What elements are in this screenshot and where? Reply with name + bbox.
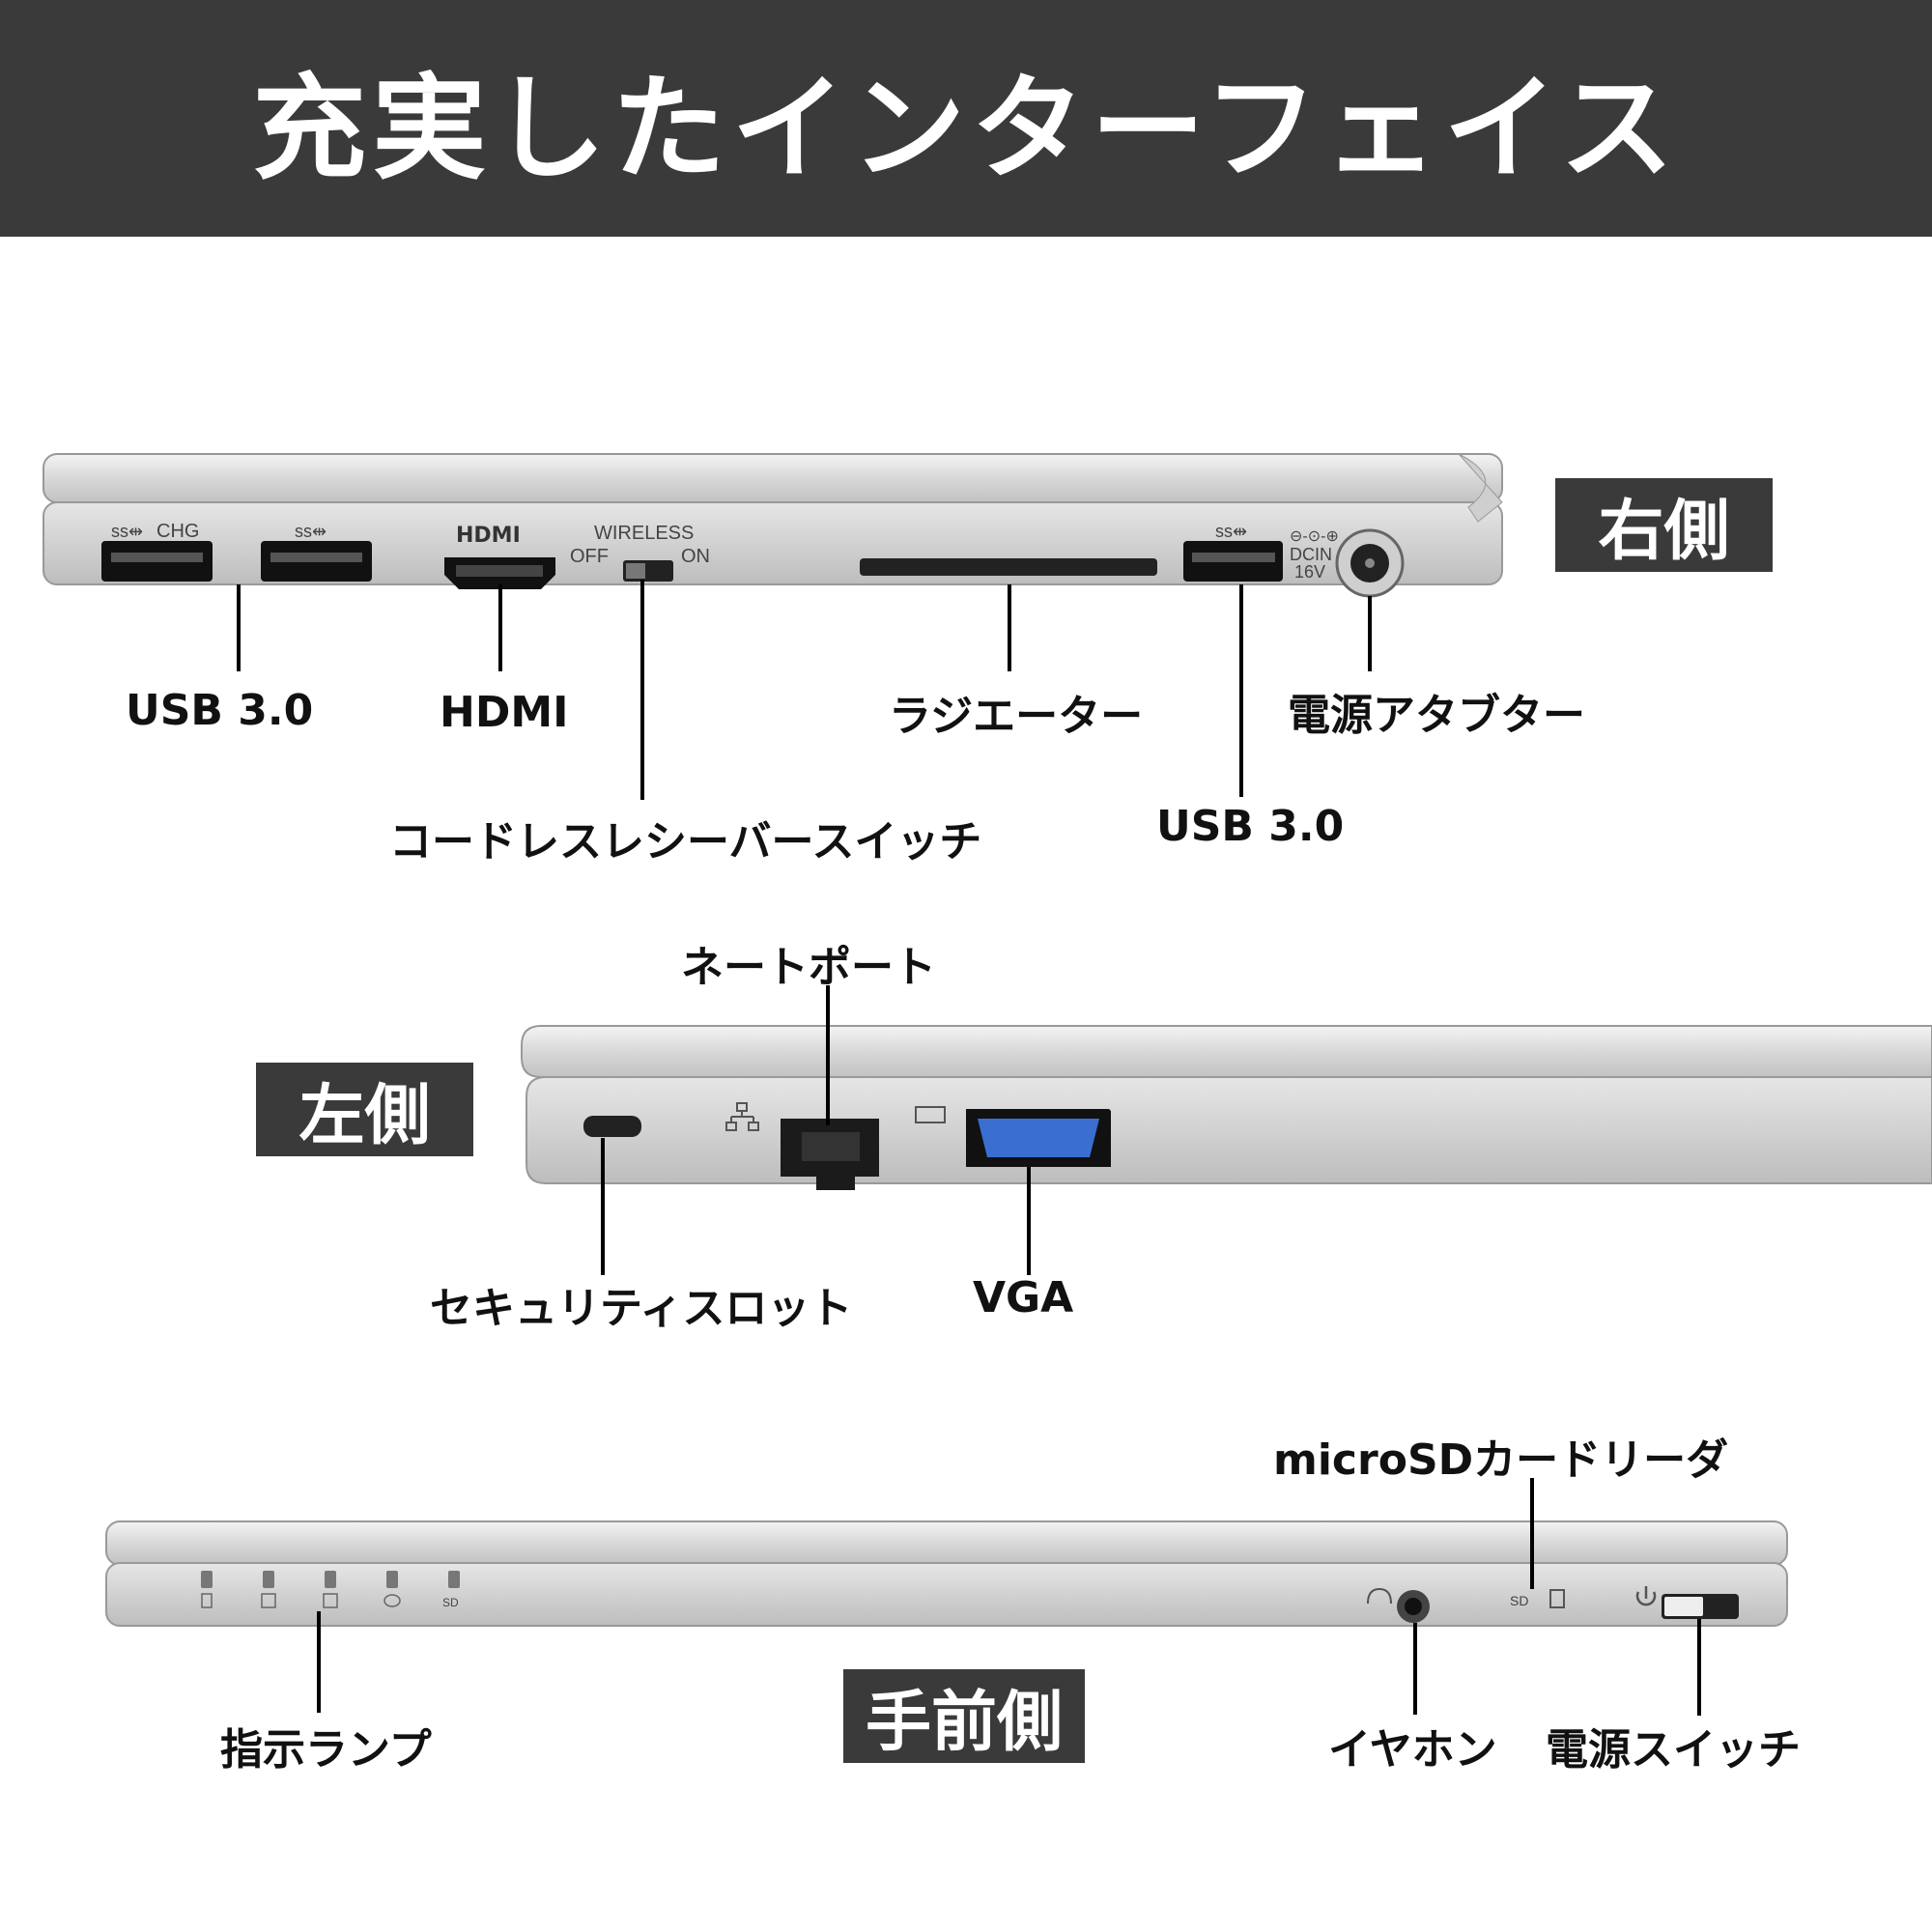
power-symbol-icon xyxy=(1635,1586,1657,1606)
right-side-laptop: ss⇹ CHG ss⇹ HDMI WIRELESS OFF ON s xyxy=(43,453,1503,598)
left-side-laptop xyxy=(521,1025,1932,1190)
label-usb-left: USB 3.0 xyxy=(126,686,314,735)
hdmi-logo: HDMI xyxy=(456,524,521,548)
dcin-mark: DCIN xyxy=(1290,545,1332,564)
security-slot-icon xyxy=(583,1116,641,1137)
wireless-switch-icon xyxy=(623,560,673,582)
label-usb-right: USB 3.0 xyxy=(1156,802,1345,851)
dc-jack-icon xyxy=(1335,528,1405,598)
headphone-symbol-icon xyxy=(1367,1587,1392,1605)
svg-text:⊖-⊙-⊕: ⊖-⊙-⊕ xyxy=(1290,528,1339,545)
label-earphone: イヤホン xyxy=(1328,1725,1497,1775)
svg-text:ss⇹: ss⇹ xyxy=(1215,522,1247,541)
leader-line xyxy=(1413,1623,1417,1715)
wireless-mark: WIRELESS xyxy=(594,523,694,544)
label-security-slot: セキュリティスロット xyxy=(430,1284,853,1333)
front-side-laptop: SD SD xyxy=(105,1520,1788,1627)
svg-text:SD: SD xyxy=(1510,1593,1528,1608)
lan-symbol-icon xyxy=(725,1102,759,1131)
left-side-badge: 左側 xyxy=(256,1063,473,1156)
usb-port-icon xyxy=(1183,541,1283,582)
label-microsd: microSDカードリーダ xyxy=(1273,1435,1729,1485)
right-side-badge: 右側 xyxy=(1555,478,1773,572)
indicator-lamps-icon xyxy=(201,1571,460,1588)
leader-line xyxy=(1697,1619,1701,1716)
leader-line xyxy=(498,584,502,671)
page-title: 充実したインターフェイス xyxy=(252,62,1680,195)
svg-text:ss⇹: ss⇹ xyxy=(295,522,327,541)
leader-line xyxy=(1530,1478,1534,1589)
leader-line xyxy=(1368,596,1372,671)
leader-line xyxy=(826,985,830,1125)
sd-lamp-mark: SD xyxy=(442,1596,459,1609)
svg-text:ss⇹: ss⇹ xyxy=(111,522,143,541)
label-hdmi: HDMI xyxy=(440,688,569,737)
front-side-badge: 手前側 xyxy=(843,1669,1085,1763)
usb-chg-mark: CHG xyxy=(156,521,199,542)
usb-port-icon xyxy=(261,541,372,582)
usb-port-icon xyxy=(101,541,213,582)
leader-line xyxy=(1027,1167,1031,1275)
vga-port-icon xyxy=(966,1109,1111,1167)
on-mark: ON xyxy=(681,546,710,567)
label-radiator: ラジエーター xyxy=(889,692,1144,741)
label-indicator: 指示ランプ xyxy=(220,1725,432,1775)
leader-line xyxy=(317,1611,321,1713)
label-power-adapter: 電源アタブター xyxy=(1288,691,1585,740)
leader-line xyxy=(237,584,241,671)
label-vga: VGA xyxy=(973,1273,1074,1322)
leader-line xyxy=(601,1138,605,1275)
leader-line xyxy=(1008,584,1011,671)
label-net-port: ネートポート xyxy=(681,943,936,992)
label-power-switch: 電源スイッチ xyxy=(1546,1725,1801,1775)
audio-jack-icon xyxy=(1397,1590,1430,1623)
volt-mark: 16V xyxy=(1294,562,1325,582)
power-slider-icon xyxy=(1662,1594,1739,1619)
radiator-vent-icon xyxy=(860,558,1157,576)
indicator-symbols-icon xyxy=(201,1593,401,1608)
vga-symbol-icon xyxy=(915,1106,946,1123)
off-mark: OFF xyxy=(570,546,609,567)
hdmi-port-icon xyxy=(444,557,555,589)
ethernet-port-icon xyxy=(781,1119,879,1190)
leader-line xyxy=(1239,584,1243,797)
leader-line xyxy=(640,580,644,800)
label-wireless-switch: コードレスレシーバースイッチ xyxy=(389,817,982,867)
microsd-slot-icon xyxy=(1549,1589,1565,1608)
header-banner: 充実したインターフェイス xyxy=(0,0,1932,237)
